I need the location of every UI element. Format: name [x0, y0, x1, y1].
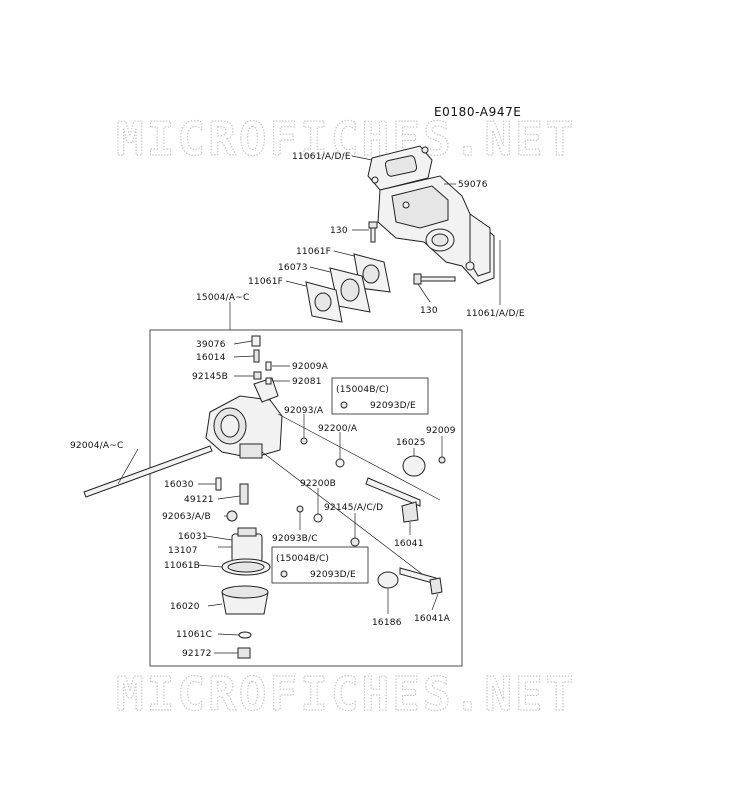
- pipe-49121: [239, 483, 249, 505]
- label-49121: 49121: [184, 495, 214, 505]
- label-13107: 13107: [168, 546, 198, 556]
- throttle-valve-16025: [402, 455, 446, 477]
- part-labels: 11061/A/D/E 59076 130 11061F 16073 11061…: [70, 152, 525, 659]
- oring-11061c: [238, 631, 252, 639]
- label-92093bc: 92093B/C: [272, 534, 318, 544]
- intake-manifold: [377, 175, 495, 285]
- cap-39076: [251, 335, 261, 347]
- label-59076: 59076: [458, 180, 488, 190]
- label-92004: 92004/A~C: [70, 441, 123, 451]
- label-92093a: 92093/A: [284, 406, 324, 416]
- label-130-left: 130: [330, 226, 348, 236]
- label-92145b: 92145B: [192, 372, 228, 382]
- diagram-code: E0180-A947E: [434, 105, 521, 119]
- label-box2-head: (15004B/C): [276, 554, 329, 564]
- watermark-top: MICROFICHES.NET: [116, 112, 576, 166]
- label-92200a: 92200/A: [318, 424, 358, 434]
- float-16031: [231, 527, 263, 563]
- label-92009: 92009: [426, 426, 456, 436]
- label-16186: 16186: [372, 618, 402, 628]
- gasket-11061f-b: [305, 281, 343, 323]
- watermark-bottom: MICROFICHES.NET: [116, 667, 576, 721]
- label-16025: 16025: [396, 438, 426, 448]
- label-92063: 92063/A/B: [162, 512, 211, 522]
- washer-92200b: [313, 513, 323, 523]
- nozzle-92009a: [265, 361, 272, 371]
- label-16041a: 16041A: [414, 614, 451, 624]
- leader-lines: [117, 155, 501, 654]
- label-11061f-a: 11061F: [296, 247, 331, 257]
- seal-92093a: [300, 437, 308, 445]
- seal-92093bc: [296, 505, 304, 513]
- label-box1-part: 92093D/E: [370, 401, 416, 411]
- label-16030: 16030: [164, 480, 194, 490]
- screw-16014: [253, 349, 260, 363]
- label-92200b: 92200B: [300, 479, 336, 489]
- label-16014: 16014: [196, 353, 226, 363]
- jet-92063: [226, 510, 238, 522]
- carburetor-body: [205, 377, 283, 459]
- carburetor-assembly-box: [149, 329, 463, 667]
- option-box-2: [271, 546, 369, 584]
- label-92145acd: 92145/A/C/D: [324, 503, 383, 513]
- choke-shaft-16041a: [399, 567, 443, 595]
- label-11061c: 11061C: [176, 630, 212, 640]
- insulator-16073: [329, 267, 371, 313]
- jet-16030: [215, 477, 222, 491]
- label-11061b: 11061B: [164, 561, 200, 571]
- label-92081: 92081: [292, 377, 322, 387]
- label-11061f-b: 11061F: [248, 277, 283, 287]
- bolt-130-right: [413, 273, 456, 285]
- label-box2-part: 92093D/E: [310, 570, 356, 580]
- gasket-top: [367, 145, 433, 191]
- bolt-130-left: [368, 221, 378, 243]
- label-92172: 92172: [182, 649, 212, 659]
- gasket-11061b: [221, 558, 271, 576]
- float-chamber-16020: [221, 585, 269, 615]
- label-16041: 16041: [394, 539, 424, 549]
- label-92009a: 92009A: [292, 362, 329, 372]
- plug-92145acd: [350, 537, 360, 547]
- throttle-shaft-16041: [365, 477, 421, 523]
- label-16031: 16031: [178, 532, 208, 542]
- stud-92004: [83, 445, 213, 498]
- label-39076: 39076: [196, 340, 226, 350]
- plug-92145b: [253, 371, 262, 380]
- choke-valve-16186: [377, 571, 399, 589]
- label-box1-head: (15004B/C): [336, 385, 389, 395]
- spring-92081: [265, 377, 272, 385]
- bolt-92172: [237, 647, 251, 659]
- option-box-1: [331, 377, 429, 415]
- label-16073: 16073: [278, 263, 308, 273]
- label-130-right: 130: [420, 306, 438, 316]
- label-11061-ade-top: 11061/A/D/E: [292, 152, 351, 162]
- label-11061-ade-right: 11061/A/D/E: [466, 309, 525, 319]
- washer-92200a: [335, 458, 345, 468]
- label-15004: 15004/A~C: [196, 293, 249, 303]
- label-16020: 16020: [170, 602, 200, 612]
